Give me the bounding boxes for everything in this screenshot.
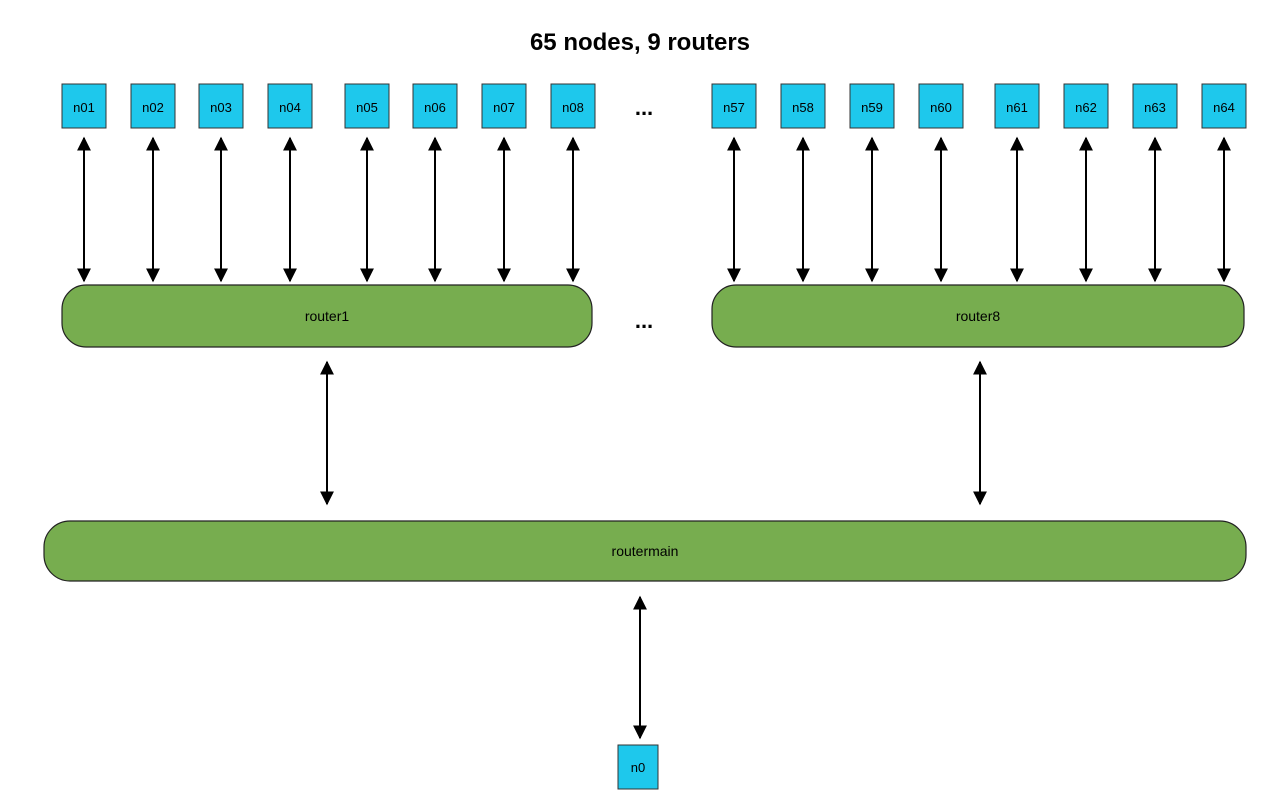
node-n04[interactable]: n04 <box>267 83 313 129</box>
node-n06[interactable]: n06 <box>412 83 458 129</box>
node-n61-label: n61 <box>1006 100 1028 115</box>
node-n0-label: n0 <box>631 760 645 775</box>
node-n61-box[interactable] <box>994 83 1040 129</box>
router1-label: router1 <box>305 308 350 324</box>
node-n59-label: n59 <box>861 100 883 115</box>
routermain-box[interactable] <box>43 520 1247 582</box>
nodes-ellipsis: ... <box>635 95 653 120</box>
bottom-node[interactable]: n0 <box>617 744 659 790</box>
node-n04-label: n04 <box>279 100 301 115</box>
node-n04-box[interactable] <box>267 83 313 129</box>
links-layer <box>77 136 1231 740</box>
node-n0-box[interactable] <box>617 744 659 790</box>
routermain-block[interactable]: routermain <box>43 520 1247 582</box>
node-n60-label: n60 <box>930 100 952 115</box>
node-n62[interactable]: n62 <box>1063 83 1109 129</box>
node-n58-label: n58 <box>792 100 814 115</box>
node-n07-label: n07 <box>493 100 515 115</box>
router8-block[interactable]: router8 <box>711 284 1245 348</box>
node-n05-box[interactable] <box>344 83 390 129</box>
node-n64-box[interactable] <box>1201 83 1247 129</box>
node-n03-box[interactable] <box>198 83 244 129</box>
diagram-title: 65 nodes, 9 routers <box>530 29 750 56</box>
node-n58-box[interactable] <box>780 83 826 129</box>
node-n62-box[interactable] <box>1063 83 1109 129</box>
top-nodes-left-group: n01 n02 n03 n04 n05 n06 n07 n08 <box>61 83 596 129</box>
node-n57[interactable]: n57 <box>711 83 757 129</box>
router1-box[interactable] <box>61 284 593 348</box>
node-n08-box[interactable] <box>550 83 596 129</box>
node-n02-box[interactable] <box>130 83 176 129</box>
router1-block[interactable]: router1 <box>61 284 593 348</box>
node-n06-label: n06 <box>424 100 446 115</box>
node-n60[interactable]: n60 <box>918 83 964 129</box>
node-n57-label: n57 <box>723 100 745 115</box>
node-n03-label: n03 <box>210 100 232 115</box>
node-n01[interactable]: n01 <box>61 83 107 129</box>
node-n07-box[interactable] <box>481 83 527 129</box>
router8-box[interactable] <box>711 284 1245 348</box>
node-n57-box[interactable] <box>711 83 757 129</box>
node-n62-label: n62 <box>1075 100 1097 115</box>
router8-label: router8 <box>956 308 1001 324</box>
node-n59-box[interactable] <box>849 83 895 129</box>
routers-ellipsis: ... <box>635 308 653 333</box>
node-n58[interactable]: n58 <box>780 83 826 129</box>
node-n01-label: n01 <box>73 100 95 115</box>
node-n03[interactable]: n03 <box>198 83 244 129</box>
node-n05[interactable]: n05 <box>344 83 390 129</box>
node-n61[interactable]: n61 <box>994 83 1040 129</box>
node-n06-box[interactable] <box>412 83 458 129</box>
node-n63[interactable]: n63 <box>1132 83 1178 129</box>
node-n63-label: n63 <box>1144 100 1166 115</box>
node-n63-box[interactable] <box>1132 83 1178 129</box>
routermain-label: routermain <box>612 543 679 559</box>
node-n02-label: n02 <box>142 100 164 115</box>
node-n08-label: n08 <box>562 100 584 115</box>
node-n59[interactable]: n59 <box>849 83 895 129</box>
node-n08[interactable]: n08 <box>550 83 596 129</box>
node-n07[interactable]: n07 <box>481 83 527 129</box>
node-n01-box[interactable] <box>61 83 107 129</box>
top-nodes-right-group: n57 n58 n59 n60 n61 n62 n63 n64 <box>711 83 1247 129</box>
node-n02[interactable]: n02 <box>130 83 176 129</box>
node-n60-box[interactable] <box>918 83 964 129</box>
node-n64[interactable]: n64 <box>1201 83 1247 129</box>
node-n64-label: n64 <box>1213 100 1235 115</box>
node-n05-label: n05 <box>356 100 378 115</box>
